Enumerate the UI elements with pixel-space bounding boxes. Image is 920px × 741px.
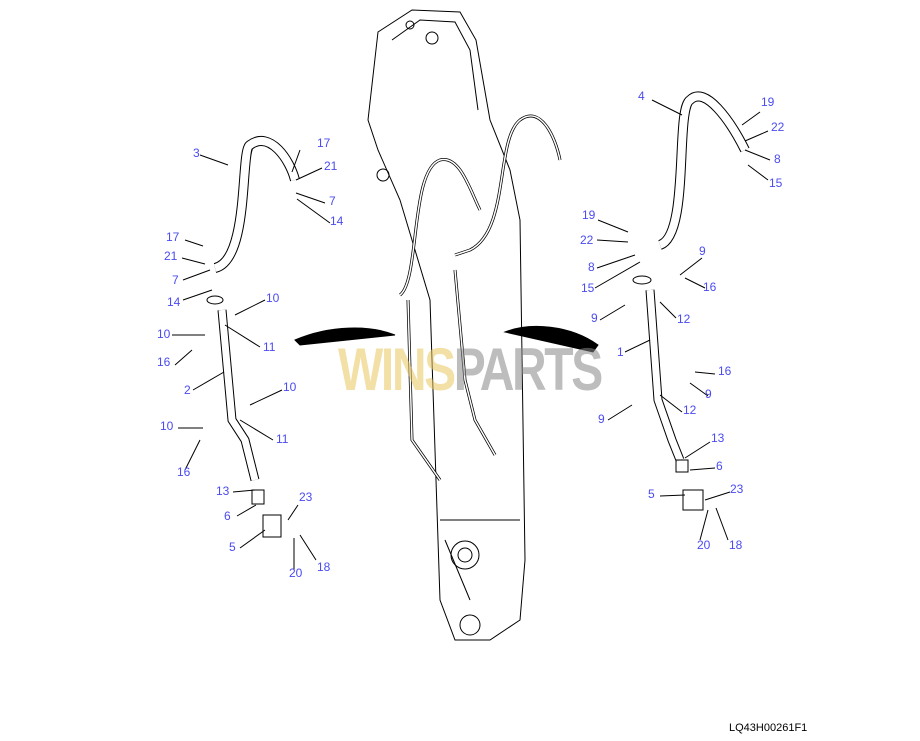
callout-label: 16 [157,355,171,369]
callout-label: 19 [761,95,775,109]
callout-label: 20 [289,566,303,580]
center-hoses [398,114,562,481]
callout-label: 11 [263,340,276,354]
watermark: WINSPARTS [338,340,603,400]
callout-label: 17 [166,230,180,244]
callout-label: 2 [184,383,191,397]
callout-label: 7 [329,194,336,208]
callout-label: 22 [580,233,594,247]
callout-label: 9 [699,244,706,258]
callout-label: 23 [730,482,744,496]
callout-label: 8 [774,152,781,166]
center-hoses-inner [399,115,561,481]
callout-label: 19 [582,208,596,222]
callout-label: 13 [216,484,230,498]
callout-label: 4 [638,89,645,103]
callout-label: 7 [172,273,179,287]
callout-label: 9 [705,387,712,401]
callout-label: 15 [769,176,783,190]
callout-label: 8 [588,260,595,274]
callout-label: 9 [598,412,605,426]
callout-label: 21 [164,249,178,263]
callout-label: 12 [683,403,697,417]
callout-label: 14 [330,214,344,228]
callout-label: 20 [697,538,711,552]
callout-label: 14 [167,295,181,309]
callout-label: 15 [581,281,595,295]
callout-label: 23 [299,490,313,504]
callout-label: 6 [224,509,231,523]
callout-label: 11 [276,432,289,446]
callout-label: 3 [193,146,200,160]
callout-label: 21 [324,159,338,173]
drawing-code: LQ43H00261F1 [729,722,808,734]
callout-label: 12 [677,312,691,326]
callout-label: 10 [160,419,174,433]
arrow-right [503,325,599,353]
callout-label: 6 [716,459,723,473]
callout-label: 13 [711,431,725,445]
callout-label: 16 [177,465,191,479]
callout-label: 5 [648,487,655,501]
watermark-part2: PARTS [453,336,604,403]
left-hose-assembly [172,136,331,570]
callout-label: 18 [317,560,331,574]
callout-label: 10 [157,327,171,341]
callout-label: 18 [729,538,743,552]
callout-label: 22 [771,120,785,134]
callout-label: 17 [317,136,331,150]
callout-label: 10 [283,380,297,394]
arrow-left [294,327,396,346]
callout-label: 16 [703,280,717,294]
callout-label: 1 [617,345,624,359]
right-hose-assembly [594,91,771,541]
callout-label: 16 [718,364,732,378]
callout-label: 9 [591,311,598,325]
callout-label: 10 [266,291,280,305]
boom-outline [367,9,526,641]
watermark-part1: WINS [338,336,456,403]
callout-label: 5 [229,540,236,554]
